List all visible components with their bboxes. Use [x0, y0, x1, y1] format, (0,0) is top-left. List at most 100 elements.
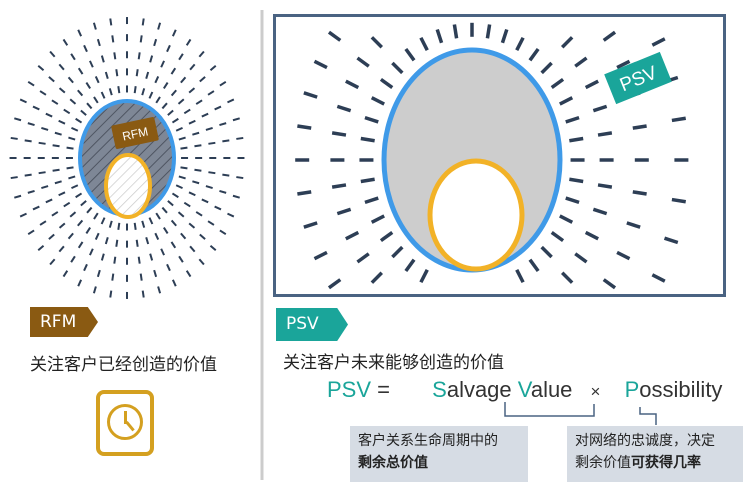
dash-mark [58, 87, 66, 94]
dash-mark [92, 286, 97, 294]
dash-mark [149, 55, 154, 63]
psv-tag-label: PSV [286, 314, 319, 334]
dash-mark [108, 88, 113, 96]
dash-mark [559, 96, 574, 106]
dash-mark [171, 192, 179, 199]
dash-mark [297, 190, 312, 196]
dash-mark [69, 98, 77, 105]
dash-mark [195, 99, 203, 105]
dash-mark [209, 244, 217, 252]
salvage-bracket [504, 402, 595, 417]
dash-mark [171, 29, 177, 37]
dash-mark [207, 220, 215, 226]
dash-mark [135, 69, 139, 77]
dash-mark [111, 35, 115, 43]
dash-mark [163, 226, 169, 234]
dash-mark [500, 28, 509, 44]
dash-mark [199, 233, 206, 240]
dash-mark [540, 245, 553, 259]
dash-mark [560, 271, 574, 284]
dash-mark [160, 248, 165, 256]
dash-mark [189, 245, 196, 253]
possibility-note: 对网络的忠诚度，决定剩余价值可获得几率 [567, 426, 743, 482]
dash-mark [83, 44, 88, 53]
dash-mark [183, 108, 191, 115]
dash-mark [100, 217, 106, 225]
dash-mark [219, 122, 227, 127]
dash-mark [232, 194, 240, 199]
dash-mark [10, 176, 18, 180]
dash-mark [345, 230, 360, 241]
formula-equals: = [377, 377, 391, 402]
dash-mark [51, 99, 59, 105]
dash-mark [404, 47, 416, 62]
dash-mark [45, 198, 53, 204]
dash-mark [100, 253, 105, 261]
dash-mark [54, 180, 62, 185]
dash-mark [360, 177, 375, 184]
dash-mark [185, 270, 192, 278]
dash-mark [145, 71, 150, 79]
dash-mark [100, 91, 106, 99]
formula-ossibility: ossibility [639, 377, 723, 402]
dash-mark [227, 212, 235, 218]
dash-mark [364, 115, 379, 124]
dash-mark [180, 146, 188, 150]
dash-mark [67, 76, 74, 84]
dash-mark [331, 183, 347, 189]
dash-mark [219, 189, 227, 194]
dash-mark [63, 201, 71, 208]
dash-mark [163, 82, 169, 90]
dash-mark [651, 273, 666, 283]
dash-mark [170, 219, 177, 227]
dash-mark [45, 112, 53, 118]
dash-mark [141, 18, 145, 26]
dash-mark [175, 184, 183, 190]
dash-mark [370, 271, 384, 284]
dash-mark [592, 207, 608, 216]
dash-mark [528, 47, 540, 62]
dash-mark [214, 105, 222, 111]
dash-mark [597, 131, 613, 137]
dash-mark [49, 258, 56, 266]
dash-mark [331, 131, 347, 137]
dash-mark [584, 230, 599, 241]
dash-mark [167, 109, 174, 116]
dash-mark [77, 219, 84, 227]
dash-mark [175, 126, 183, 132]
dash-mark [24, 173, 32, 177]
dash-mark [232, 117, 240, 122]
dash-mark [77, 67, 84, 75]
dash-mark [198, 258, 205, 266]
dash-mark [303, 221, 318, 229]
dash-mark [188, 87, 196, 94]
dash-mark [188, 119, 196, 125]
dash-mark [178, 255, 184, 263]
dash-mark [391, 61, 404, 75]
dash-mark [663, 236, 679, 245]
dash-mark [58, 119, 66, 125]
dash-mark [52, 168, 60, 172]
dash-mark [207, 90, 215, 96]
dash-mark [66, 166, 74, 170]
dash-mark [597, 183, 613, 189]
dash-mark [161, 102, 168, 110]
dash-mark [135, 239, 139, 247]
dash-mark [85, 226, 91, 234]
dash-mark [208, 171, 216, 175]
dash-mark [345, 79, 360, 90]
dash-mark [52, 144, 60, 148]
dash-mark [327, 278, 342, 290]
dash-mark [149, 253, 154, 261]
dash-mark [117, 222, 121, 230]
dash-mark [96, 269, 101, 278]
dash-mark [602, 278, 617, 290]
dash-mark [336, 207, 352, 216]
dash-mark [180, 76, 187, 84]
dash-mark [356, 56, 370, 68]
dash-mark [199, 76, 206, 83]
dash-mark [574, 56, 588, 68]
dash-mark [139, 35, 143, 43]
dash-mark [19, 212, 27, 218]
dash-mark [54, 131, 62, 136]
